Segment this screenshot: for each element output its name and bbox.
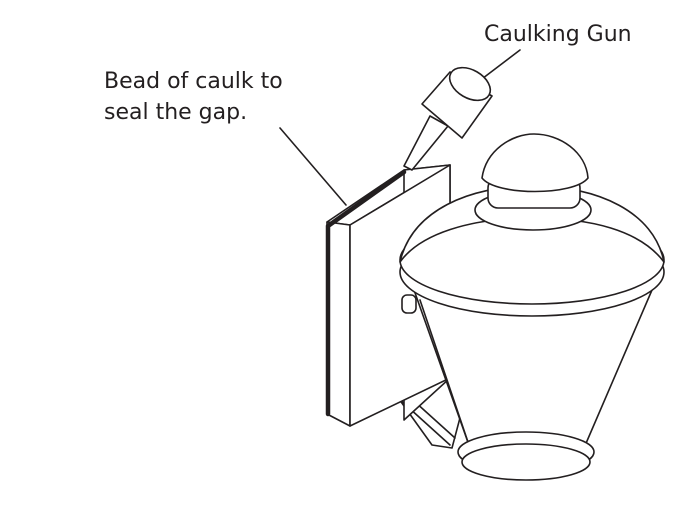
caulking-gun-label: Caulking Gun	[484, 22, 632, 47]
caulking-gun-nozzle	[403, 115, 449, 171]
bead-callout-line-1: Bead of caulk to	[104, 69, 283, 94]
lantern-cap	[481, 133, 589, 193]
bead-callout-line-2: seal the gap.	[104, 100, 248, 125]
lantern-base-foot	[461, 443, 591, 481]
bead-callout-label: Bead of caulk to seal the gap.	[104, 66, 283, 128]
lantern-dome	[399, 185, 665, 263]
caulk-bead	[325, 169, 407, 417]
bead-leader-line	[279, 127, 347, 206]
lantern-cone-highlight	[419, 299, 471, 449]
mounting-plate-front	[326, 221, 351, 427]
caulking-gun-tube-end	[448, 66, 492, 102]
screw-knob	[401, 294, 417, 314]
